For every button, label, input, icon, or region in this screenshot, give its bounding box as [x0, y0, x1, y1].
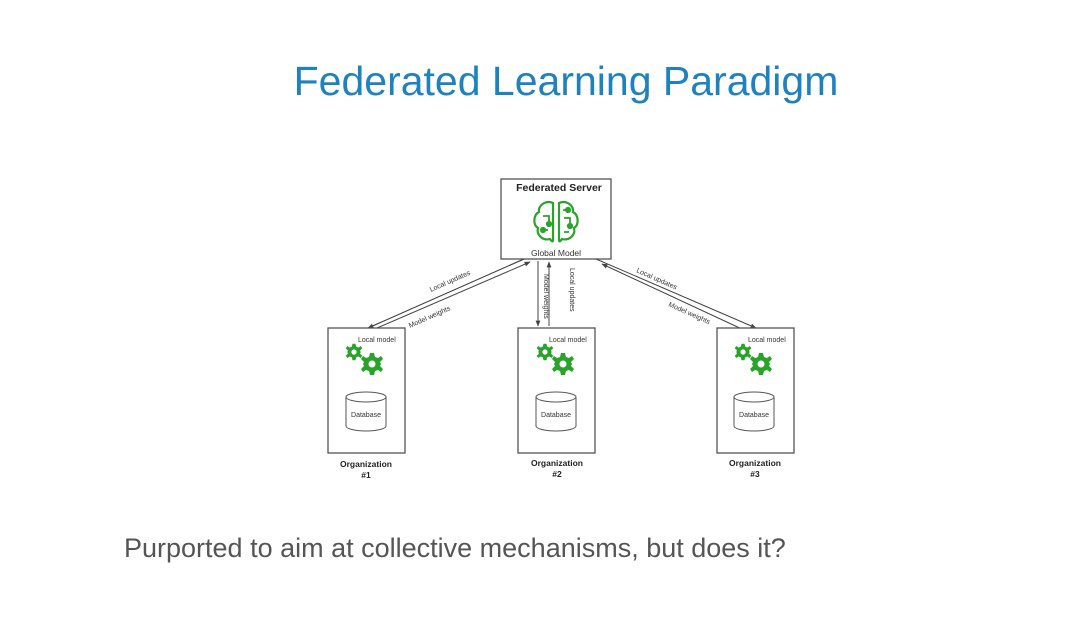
local-model-label: Local model [748, 337, 786, 344]
edge-label-model-weights-center: Model weights [542, 274, 549, 319]
global-model-label: Global Model [531, 248, 581, 258]
local-model-label: Local model [358, 337, 396, 344]
server-title: Federated Server [516, 182, 602, 194]
database-icon [535, 391, 577, 432]
local-model-label: Local model [549, 337, 587, 344]
database-icon [733, 391, 775, 432]
slide-title: Federated Learning Paradigm [293, 58, 839, 104]
organization-name: Organization [729, 458, 781, 468]
slide-caption: Purported to aim at collective mechanism… [124, 533, 786, 563]
organization-name: Organization [531, 458, 583, 468]
edge-label-model-weights-right: Model weights [667, 301, 711, 326]
edge-server-org3: Local updates Model weights [595, 258, 757, 331]
edge-label-local-updates-center: Local updates [568, 268, 575, 312]
organization-name: Organization [340, 459, 392, 469]
edge-server-org2: Model weights Local updates [535, 261, 575, 327]
database-label: Database [351, 412, 381, 419]
edge-server-org1: Local updates Model weights [367, 258, 531, 330]
federated-server-node: Federated Server Global Model [500, 178, 612, 260]
edge-label-model-weights-left: Model weights [408, 305, 452, 330]
database-icon [345, 391, 387, 432]
database-label: Database [739, 412, 769, 419]
organization-number: #2 [552, 469, 562, 479]
organization-node-3: Local model Database Organization #3 [716, 327, 795, 479]
organization-number: #3 [750, 469, 760, 479]
organization-number: #1 [361, 470, 371, 480]
organization-node-2: Local model Database Organization #2 [517, 327, 596, 479]
database-label: Database [541, 412, 571, 419]
organization-node-1: Local model Database Organization #1 [327, 327, 406, 480]
brain-circuit-icon [533, 201, 579, 243]
edge-label-local-updates-right: Local updates [635, 267, 678, 291]
